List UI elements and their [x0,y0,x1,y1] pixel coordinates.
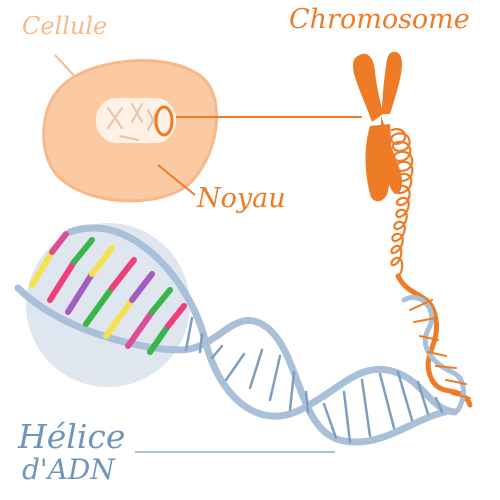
dna-helix [14,224,459,446]
nucleus-highlight [154,105,174,137]
label-cell: Cellule [22,12,108,40]
helix-strand-a [66,224,459,420]
dna-zoom-circle [26,223,190,387]
chromosome-shape [353,51,403,202]
nucleus [94,96,178,145]
label-helix-line1: Hélice [18,417,126,456]
base-pairs [29,231,187,355]
label-chromosome: Chromosome [289,4,470,35]
label-nucleus: Noyau [197,183,286,214]
label-helix-line2: d'ADN [22,453,115,486]
chromatin-coil [390,128,414,278]
link-line-nucleus [157,164,196,196]
chromatin-helix [395,273,473,413]
helix-strand-b [14,284,449,446]
helix-rungs [184,316,444,444]
